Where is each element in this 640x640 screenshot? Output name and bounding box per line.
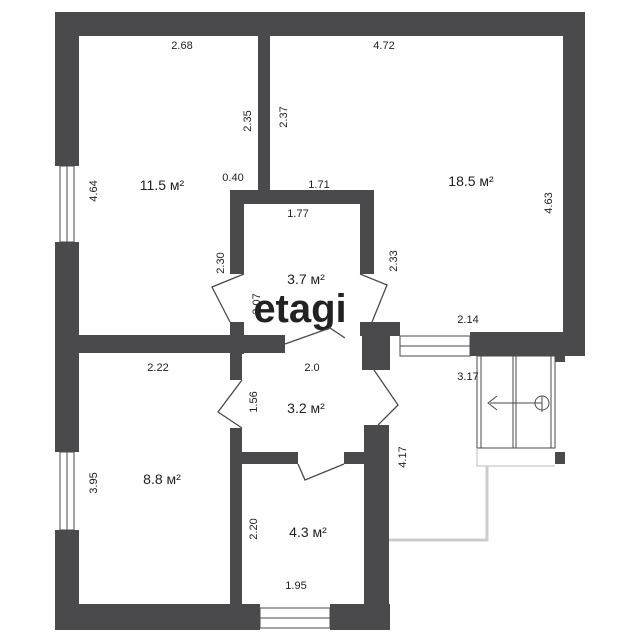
wall-left-upper [55, 12, 79, 166]
dimension-label: 3.95 [88, 472, 100, 493]
wall-kitchen-top-left [242, 452, 298, 464]
dimension-label: 4.64 [88, 180, 100, 201]
window-lines [66, 166, 470, 619]
wall-right-room-bottom-right [470, 332, 585, 356]
dimension-label: 4.72 [373, 40, 394, 52]
wall-interior-vertical-top [258, 36, 270, 190]
watermark: etagi [253, 287, 346, 331]
dimension-label: 1.95 [285, 580, 306, 592]
dimension-label: 2.68 [171, 40, 192, 52]
door-kitchen [297, 463, 345, 481]
wall-left-middle [55, 242, 79, 452]
wall-left-hall-lower [230, 428, 242, 628]
dimension-label: 2.0 [304, 362, 319, 374]
room-area-label: 18.5 м² [448, 173, 494, 189]
stairs-posts [555, 356, 565, 464]
stairs [476, 355, 556, 449]
doors [211, 273, 399, 481]
wall-bath-top [230, 190, 374, 204]
dimension-label: 2.37 [278, 106, 290, 127]
wall-right-lower [364, 425, 389, 628]
dimension-label: 2.22 [147, 362, 168, 374]
wall-horizontal-middle [79, 335, 285, 353]
dimension-label: 2.30 [215, 252, 227, 273]
wall-bath-left-upper [230, 190, 244, 274]
dimension-label: 2.07 [251, 293, 263, 314]
door-bath-right [359, 273, 388, 323]
wall-right [563, 12, 585, 356]
room-area-label: 3.7 м² [287, 271, 325, 287]
dimension-label: 1.56 [248, 391, 260, 412]
walls [55, 12, 585, 630]
dimension-label: 4.63 [543, 192, 555, 213]
wall-bottom-left [55, 604, 260, 630]
door-bath-left [211, 273, 245, 323]
door-hall-top [284, 327, 346, 345]
room-area-label: 4.3 м² [289, 524, 327, 540]
windows [59, 165, 471, 629]
wall-right-room-bottom-left [360, 322, 400, 336]
dimension-label: 3.17 [457, 371, 478, 383]
room-area-label: 11.5 м² [140, 177, 185, 193]
boundary-line [389, 466, 489, 542]
dimension-label: 2.35 [242, 110, 254, 131]
dimension-label: 2.33 [388, 250, 400, 271]
dimension-label: 4.17 [397, 446, 409, 467]
dimension-label: 2.14 [457, 314, 478, 326]
wall-column [362, 336, 390, 370]
door-hall-right [373, 369, 399, 426]
wall-top [55, 12, 585, 36]
stairs-arrow-head [487, 395, 498, 411]
room-area-label: 3.2 м² [287, 400, 325, 416]
dimension-label: 2.20 [248, 518, 260, 539]
dimension-label: 1.77 [287, 208, 308, 220]
wall-left-hall-upper [230, 354, 242, 380]
wall-bath-right-upper [360, 190, 374, 274]
stairs-landing-line [476, 448, 555, 467]
dimension-label: 0.40 [222, 172, 243, 184]
door-hall-left [217, 379, 243, 429]
dimension-label: 1.71 [308, 179, 329, 191]
room-area-label: 8.8 м² [143, 471, 181, 487]
wall-kitchen-top-right [344, 452, 364, 464]
